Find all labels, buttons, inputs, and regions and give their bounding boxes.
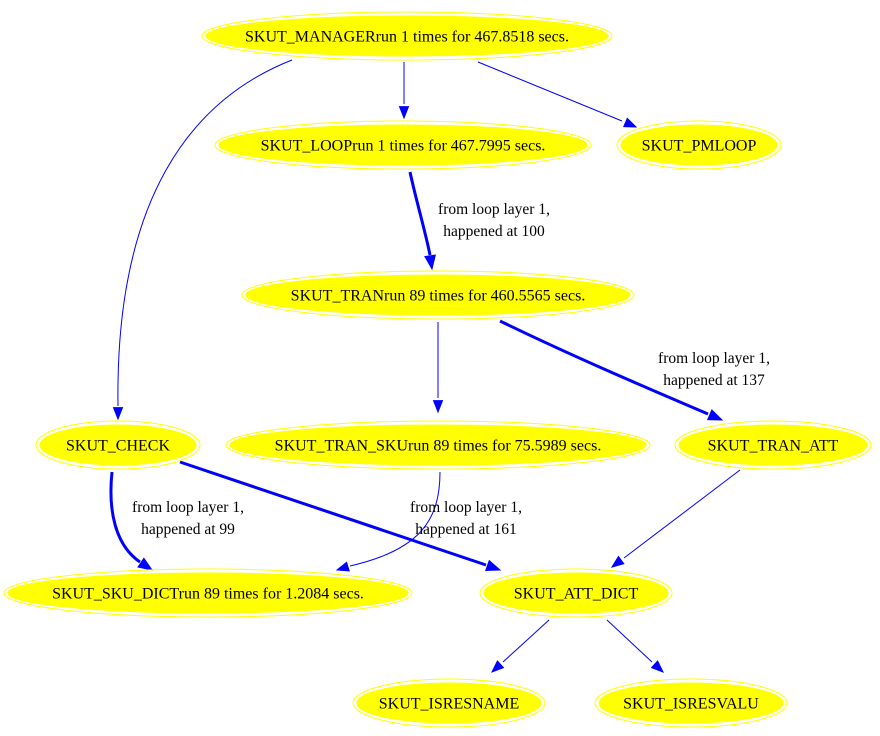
node-ellipse [218, 124, 588, 166]
node-ellipse [7, 572, 409, 614]
edge-manager-to-check [112, 59, 293, 421]
arrowhead-icon [424, 254, 436, 271]
node-label: SKUT_TRAN_SKUrun 89 times for 75.5989 se… [275, 438, 602, 455]
arrowhead-icon [490, 660, 505, 673]
node-outer-ring [35, 420, 201, 470]
node-label: SKUT_CHECK [66, 438, 170, 455]
edge-line [179, 460, 487, 567]
edge-check-to-att_dict [179, 460, 502, 571]
edge-line [477, 61, 623, 122]
arrowhead-icon [484, 559, 502, 571]
node-label: SKUT_ATT_DICT [514, 586, 639, 603]
edge-tran-to-tran_sku [432, 322, 444, 414]
node-ellipse [483, 572, 669, 614]
edge-label-line: from loop layer 1, [658, 350, 770, 367]
edge-tran_att-to-att_dict [610, 469, 741, 568]
edge-label-line: happened at 100 [443, 223, 545, 240]
node-outer-ring [594, 678, 788, 728]
edge-tran_sku-to-sku_dict [335, 471, 441, 572]
node-att-dict[interactable]: SKUT_ATT_DICT [479, 568, 673, 618]
edge-line [623, 469, 741, 559]
arrowhead-icon [112, 407, 124, 421]
node-sku-dict[interactable]: SKUT_SKU_DICTrun 89 times for 1.2084 sec… [3, 568, 413, 618]
node-ellipse [205, 15, 609, 57]
node-label: SKUT_ISRESVALU [623, 696, 759, 713]
edge-tran-to-tran_att [499, 319, 724, 421]
node-tran-att[interactable]: SKUT_TRAN_ATT [674, 420, 872, 470]
arrowhead-icon [137, 557, 154, 571]
node-tran[interactable]: SKUT_TRANrun 89 times for 460.5565 secs. [241, 270, 635, 320]
edge-line [117, 59, 293, 407]
node-label: SKUT_SKU_DICTrun 89 times for 1.2084 sec… [52, 586, 364, 603]
node-ellipse [678, 424, 868, 466]
node-ellipse [620, 124, 778, 166]
edge-line [349, 471, 441, 567]
node-isresname[interactable]: SKUT_ISRESNAME [352, 678, 546, 728]
arrowhead-icon [706, 409, 724, 421]
node-isresvalu[interactable]: SKUT_ISRESVALU [594, 678, 788, 728]
node-outer-ring [674, 420, 872, 470]
edge-att_dict-to-isresvalu [606, 619, 665, 673]
edge-label-line: happened at 137 [663, 372, 765, 389]
edge-att_dict-to-isresname [490, 619, 550, 673]
arrowhead-icon [610, 555, 625, 568]
edge-manager-to-pmloop [477, 61, 638, 128]
nodes-layer: SKUT_MANAGERrun 1 times for 467.8518 sec… [3, 11, 872, 728]
edge-label-line: from loop layer 1, [132, 499, 244, 516]
edges-layer [109, 59, 741, 673]
edge-line [502, 619, 550, 663]
node-manager[interactable]: SKUT_MANAGERrun 1 times for 467.8518 sec… [201, 11, 613, 61]
arrowhead-icon [398, 106, 410, 120]
node-ellipse [245, 274, 631, 316]
edge-manager-to-loop [398, 62, 410, 120]
edge-line [109, 471, 141, 564]
node-outer-ring [241, 270, 635, 320]
node-pmloop[interactable]: SKUT_PMLOOP [616, 120, 782, 170]
edge-line [499, 319, 709, 416]
node-tran-sku[interactable]: SKUT_TRAN_SKUrun 89 times for 75.5989 se… [225, 420, 651, 470]
node-outer-ring [479, 568, 673, 618]
edge-label: from loop layer 1, happened at 99 [132, 499, 244, 538]
node-outer-ring [3, 568, 413, 618]
arrowhead-icon [623, 117, 638, 128]
node-check[interactable]: SKUT_CHECK [35, 420, 201, 470]
node-outer-ring [225, 420, 651, 470]
arrowhead-icon [335, 561, 350, 572]
arrowhead-icon [650, 660, 665, 673]
edge-loop-to-tran [408, 171, 436, 271]
edge-line [606, 619, 653, 663]
node-ellipse [229, 424, 647, 466]
node-loop[interactable]: SKUT_LOOPrun 1 times for 467.7995 secs. [214, 120, 592, 170]
node-outer-ring [616, 120, 782, 170]
node-outer-ring [201, 11, 613, 61]
arrowhead-icon [432, 400, 444, 414]
node-label: SKUT_PMLOOP [642, 138, 757, 155]
edge-line [408, 171, 432, 256]
edge-label-line: from loop layer 1, [410, 499, 522, 516]
node-ellipse [598, 682, 784, 724]
edge-label: from loop layer 1, happened at 100 [438, 201, 550, 240]
node-outer-ring [214, 120, 592, 170]
node-label: SKUT_TRANrun 89 times for 460.5565 secs. [291, 288, 586, 305]
node-ellipse [39, 424, 197, 466]
node-label: SKUT_TRAN_ATT [708, 438, 839, 455]
node-outer-ring [352, 678, 546, 728]
edge-label-line: happened at 161 [415, 521, 517, 538]
edge-label: from loop layer 1, happened at 161 [410, 499, 522, 538]
edge-label-line: happened at 99 [141, 521, 235, 538]
node-ellipse [356, 682, 542, 724]
node-label: SKUT_LOOPrun 1 times for 467.7995 secs. [261, 138, 546, 155]
edge-label: from loop layer 1, happened at 137 [658, 350, 770, 389]
node-label: SKUT_MANAGERrun 1 times for 467.8518 sec… [245, 29, 569, 46]
edge-label-line: from loop layer 1, [438, 201, 550, 218]
edge-check-to-sku_dict [109, 471, 154, 571]
node-label: SKUT_ISRESNAME [379, 696, 519, 713]
